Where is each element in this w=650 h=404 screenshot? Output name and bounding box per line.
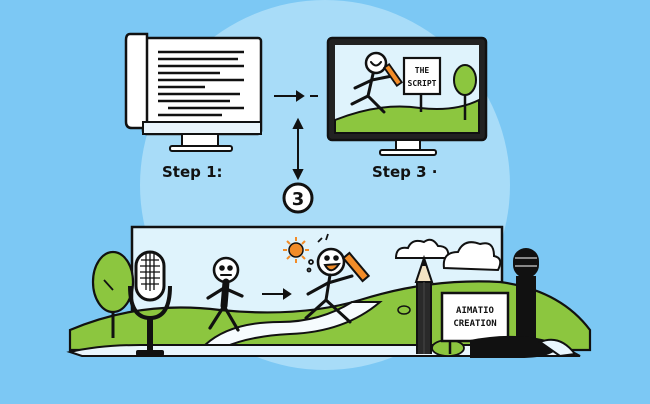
step1-label: Step 1: [162,163,223,181]
step3-label: Step 3 · [372,163,437,181]
step3-monitor-icon [326,36,488,156]
tall-microphone-icon [470,248,577,358]
step-number-badge: 3 [282,182,314,214]
tree-icon [91,250,135,338]
microphone-icon [128,250,172,356]
cloud-icon [394,238,450,259]
step-number-text: 3 [292,189,305,210]
arrow-icon-2 [262,288,292,300]
creation-sign-line2: CREATION [453,319,496,329]
cloud-icon-2 [442,241,502,272]
script-sign-line2: SCRIPT [408,79,437,88]
sparkle-marks [306,233,329,273]
running-stick-figure-icon [304,247,354,324]
script-sign: THE SCRIPT [402,56,442,112]
pencil-icon [414,254,434,354]
vertical-double-arrow-icon [292,117,304,181]
monitor-tree-icon [453,64,477,120]
walking-stick-figure-icon [206,256,244,332]
monitor-stick-figure-icon [350,51,394,114]
arrow-icon [274,90,318,102]
handheld-pencil-icon [341,251,371,283]
document-text-lines [158,50,244,117]
monitor-pencil-icon [382,63,404,87]
sun-icon [283,237,309,263]
script-sign-line1: THE [415,66,430,75]
creation-sign-line1: AIMATIO [456,306,495,316]
